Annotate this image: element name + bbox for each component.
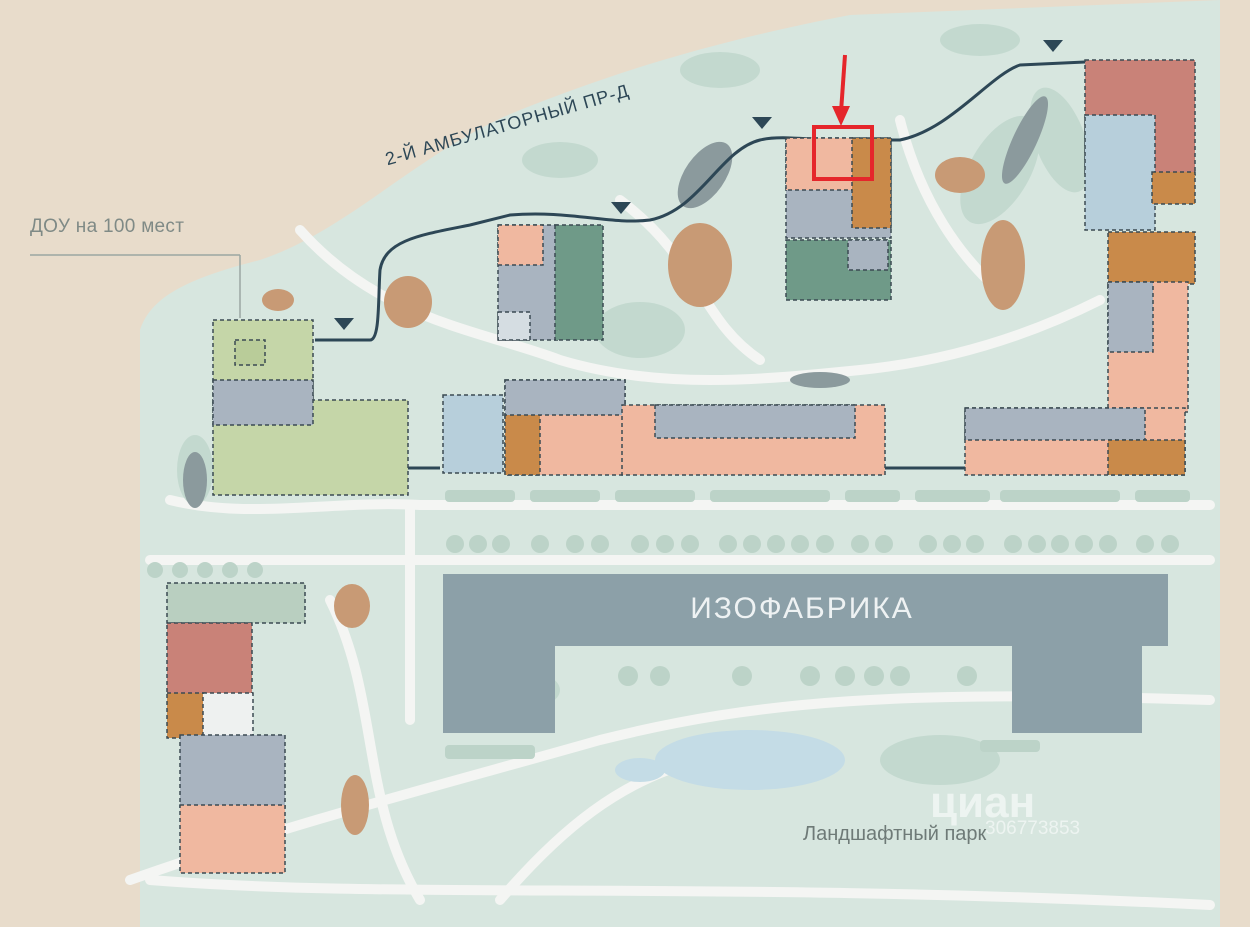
brown-plots [262, 157, 1025, 835]
pond [615, 730, 845, 790]
watermark-listing-id: 306773853 [985, 818, 1081, 839]
highlight-box [812, 125, 874, 181]
pathway-network [125, 115, 1215, 910]
hedge-rows [445, 490, 1190, 759]
building-block-a [497, 224, 604, 341]
dark-plots [183, 96, 1049, 508]
building-kindergarten [212, 319, 409, 496]
red-arrow-icon [832, 54, 850, 126]
building-block-c [442, 379, 886, 476]
building-block-e [166, 582, 306, 874]
road-line [315, 60, 1086, 342]
building-block-d [964, 59, 1196, 476]
park-label: Ландшафтный парк [803, 823, 987, 845]
kindergarten-label: ДОУ на 100 мест [30, 216, 185, 237]
factory-label: ИЗОФАБРИКА [690, 592, 914, 625]
tree-dots [147, 535, 1179, 686]
building-block-b [785, 137, 892, 301]
road-arrows [334, 40, 1063, 330]
factory-building [443, 574, 1168, 733]
watermark-brand: циан [930, 778, 1036, 827]
